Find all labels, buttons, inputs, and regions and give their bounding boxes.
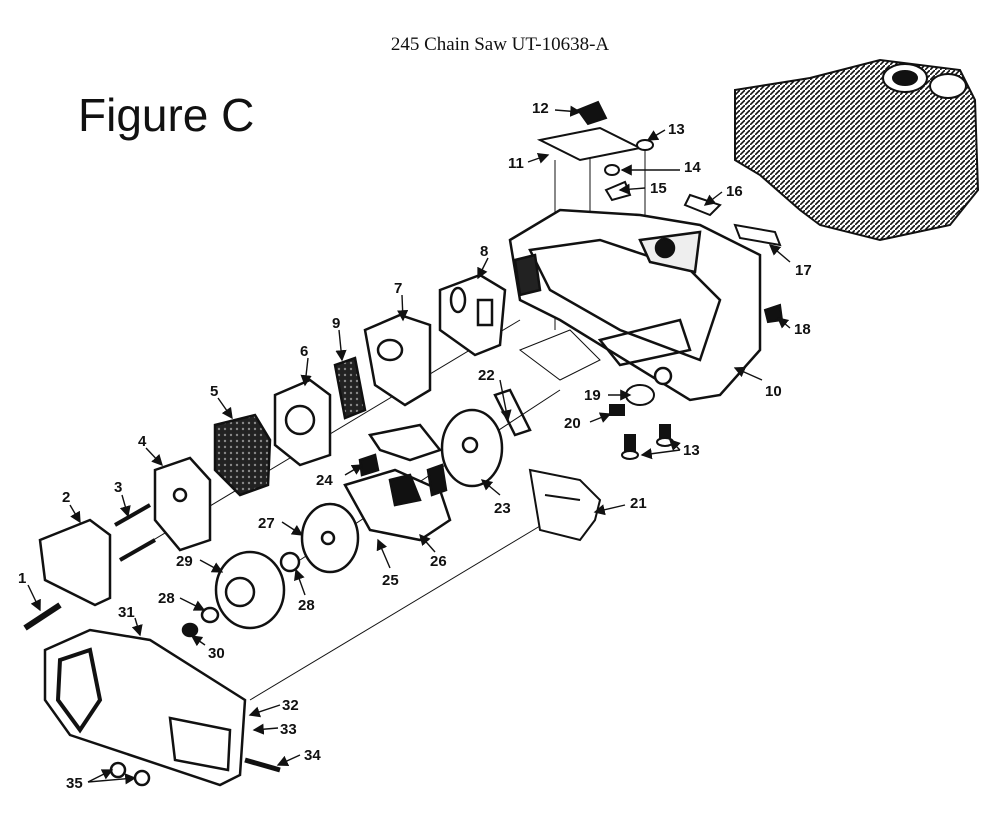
callout-26: 26 (430, 553, 447, 570)
callout-34: 34 (304, 747, 321, 764)
crankcase-housing (508, 208, 762, 402)
air-filter-cover (23, 503, 156, 631)
callout-6: 6 (300, 343, 308, 360)
figure-title: Figure C (78, 89, 255, 141)
callout-19: 19 (584, 387, 601, 404)
callout-21: 21 (630, 495, 647, 512)
callout-10: 10 (765, 383, 782, 400)
callout-23: 23 (494, 500, 511, 517)
leader-arrows (27, 105, 791, 785)
callout-27: 27 (258, 515, 275, 532)
callout-5: 5 (210, 383, 218, 400)
callout-12: 12 (532, 100, 549, 117)
callout-3: 3 (114, 479, 122, 496)
callout-13-bottom: 13 (683, 442, 700, 459)
callout-7: 7 (394, 280, 402, 297)
engine-block (734, 58, 980, 242)
callout-13-top: 13 (668, 121, 685, 138)
upper-plates (536, 100, 784, 324)
callout-11: 11 (508, 155, 524, 172)
bar-plate (528, 468, 602, 542)
callout-32: 32 (282, 697, 299, 714)
callout-24: 24 (316, 472, 333, 489)
small-hardware (609, 384, 674, 460)
callout-8: 8 (480, 243, 488, 260)
sprocket-cover (43, 628, 281, 787)
callout-22: 22 (478, 367, 495, 384)
callout-16: 16 (726, 183, 743, 200)
callout-9: 9 (332, 315, 340, 332)
callout-18: 18 (794, 321, 811, 338)
callout-1: 1 (18, 570, 26, 587)
filter-gaskets (153, 273, 507, 552)
callout-25: 25 (382, 572, 399, 589)
callout-2: 2 (62, 489, 70, 506)
callout-20: 20 (564, 415, 581, 432)
document-title: 245 Chain Saw UT-10638-A (390, 34, 610, 55)
callout-28-left: 28 (158, 590, 175, 607)
callout-29: 29 (176, 553, 193, 570)
clutch-assembly (181, 388, 532, 638)
callout-33: 33 (280, 721, 297, 738)
callout-14: 14 (684, 159, 701, 176)
callout-labels: 1 2 3 4 5 6 7 8 9 10 11 12 13 13 14 15 1… (18, 100, 812, 792)
callout-30: 30 (208, 645, 225, 662)
callout-28-right: 28 (298, 597, 315, 614)
callout-31: 31 (118, 604, 135, 621)
callout-15: 15 (650, 180, 667, 197)
callout-35: 35 (66, 775, 83, 792)
callout-4: 4 (138, 433, 147, 450)
callout-17: 17 (795, 262, 812, 279)
